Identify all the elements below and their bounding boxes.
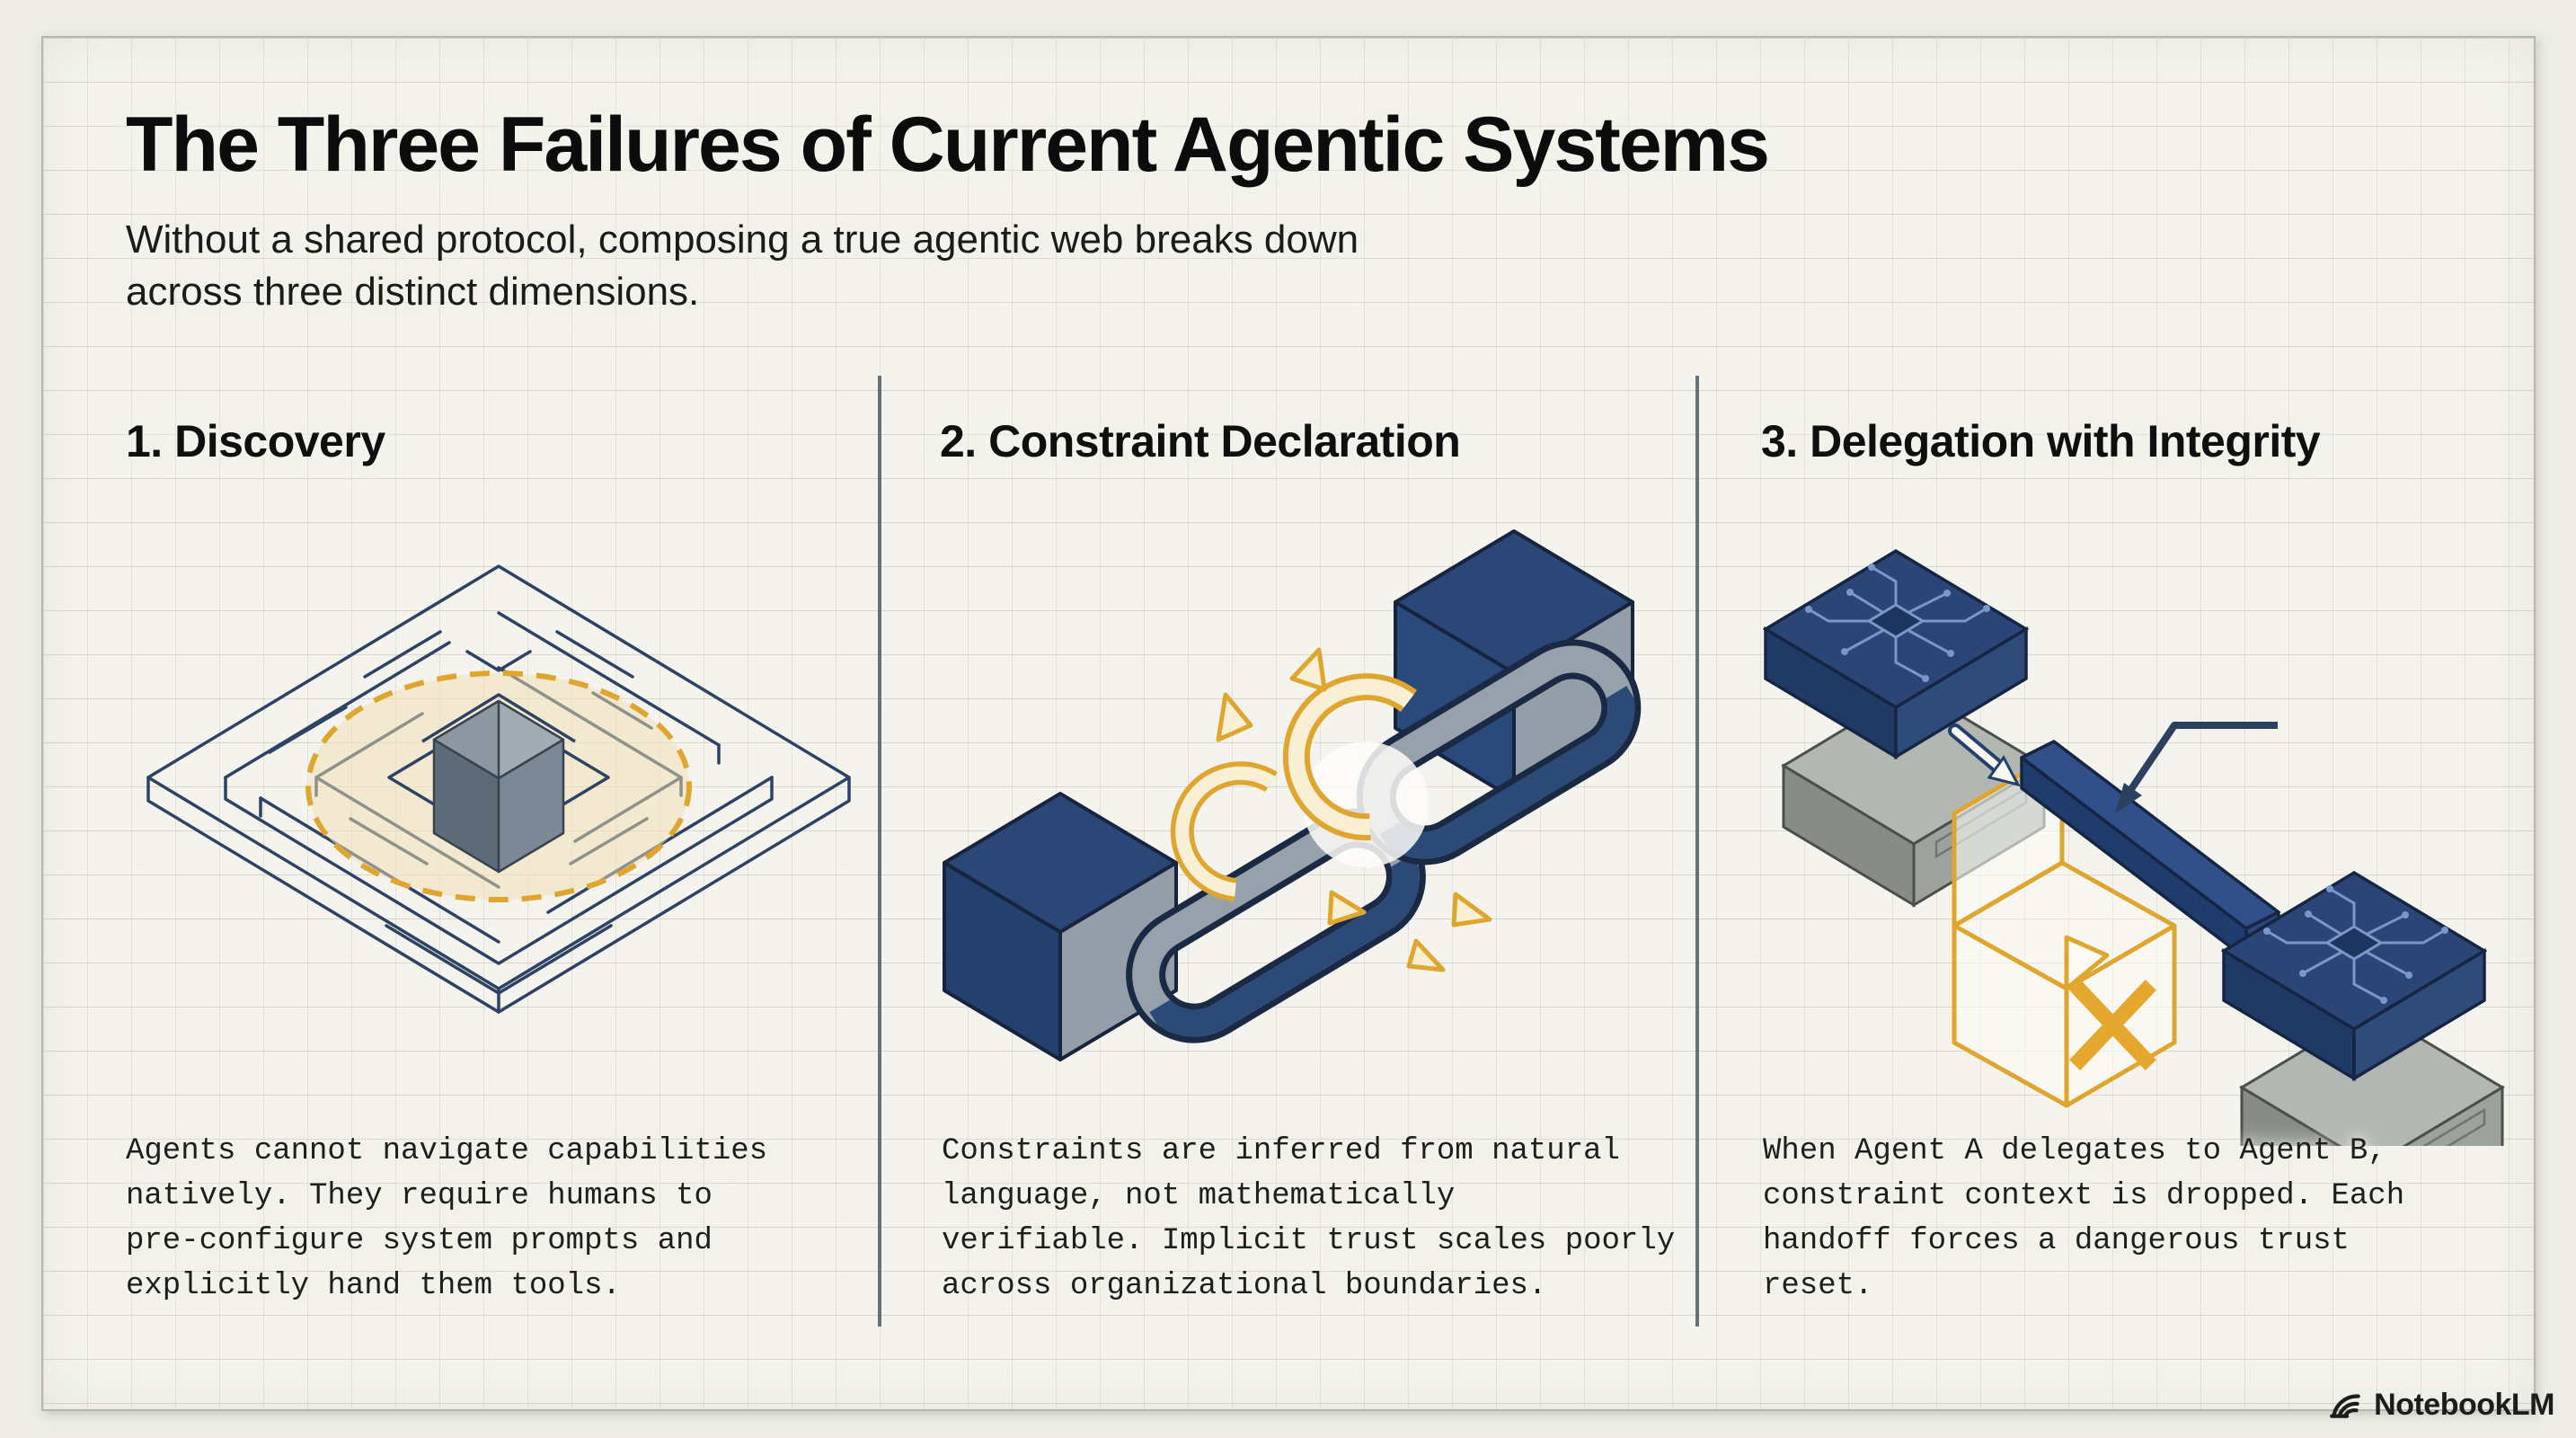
x-mark	[2068, 979, 2157, 1071]
column-heading-delegation-integrity: 3. Delegation with Integrity	[1761, 416, 2321, 466]
notebooklm-logo-icon	[2330, 1394, 2360, 1418]
column-heading-discovery: 1. Discovery	[126, 416, 385, 466]
column-divider-2	[1695, 376, 1699, 1327]
left-block	[943, 792, 1178, 1061]
broken-chain-illustration	[943, 529, 1642, 1061]
column-body-constraint-declaration: Constraints are inferred from natural la…	[942, 1134, 1676, 1303]
broken-link-fragments	[1170, 673, 1418, 901]
grid-canvas	[41, 36, 2536, 1411]
column-heading-constraint-declaration: 2. Constraint Declaration	[940, 416, 1461, 466]
center-cube	[432, 699, 565, 874]
notebooklm-watermark: NotebookLM	[2327, 1384, 2554, 1425]
delegation-illustration	[1764, 549, 2504, 1146]
pointer-arrow	[2115, 722, 2278, 813]
highlight-ellipse-dashed	[305, 670, 692, 902]
column-divider-1	[878, 376, 881, 1327]
column-body-discovery: Agents cannot navigate capabilities nati…	[126, 1134, 768, 1303]
handoff-arrow-a	[1948, 723, 2021, 787]
page-title: The Three Failures of Current Agentic Sy…	[126, 102, 1770, 188]
column-body-delegation-integrity: When Agent A delegates to Agent B, const…	[1763, 1134, 2405, 1303]
maze-illustration	[146, 564, 851, 1014]
break-flash	[1303, 741, 1429, 867]
break-sparks	[1216, 647, 1492, 972]
watermark-label: NotebookLM	[2374, 1387, 2554, 1422]
page-subtitle: Without a shared protocol, composing a t…	[126, 217, 1359, 315]
